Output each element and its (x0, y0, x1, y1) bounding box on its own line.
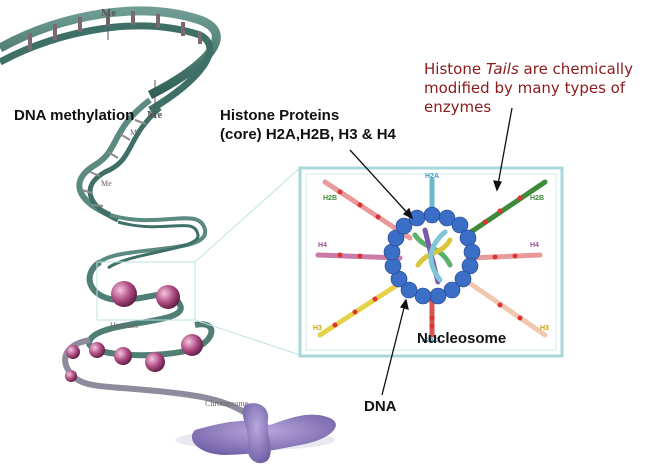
tails-post: are chemically (518, 60, 633, 78)
histone-proteins-label: Histone Proteins (220, 107, 340, 124)
dna-arrow (381, 299, 407, 396)
tails-line-2: modified by many types of (424, 79, 626, 97)
h3-label-left: H3 (313, 325, 322, 332)
h2b-label-left: H2B (323, 195, 337, 202)
methyl-tag: Me (101, 179, 112, 188)
methyl-tag: Me (101, 7, 116, 19)
histone-beads (65, 281, 203, 382)
tails-em: Tails (485, 60, 519, 78)
tails-arrow (496, 107, 513, 191)
h2b-label-right: H2B (530, 195, 544, 202)
h4-label-left: H4 (318, 242, 327, 249)
dna-methylation-label: DNA methylation (14, 107, 135, 124)
methyl-tag: Me (147, 109, 162, 121)
zoom-region (96, 261, 196, 321)
nucleosome-inset (298, 166, 564, 358)
histones-label: Histones (110, 321, 138, 330)
h2ac-label: H2AC (422, 338, 439, 344)
methyl-tag: Me (130, 128, 141, 137)
tails-pre: Histone (424, 60, 486, 78)
dna-double-helix (0, 6, 221, 270)
dna-label: DNA (364, 398, 397, 415)
h4-label-right: H4 (530, 242, 539, 249)
histone-core-label: (core) H2A,H2B, H3 & H4 (220, 126, 396, 143)
histone-tails-annotation: Histone Tails are chemically modified by… (424, 60, 633, 117)
h3-label-right: H3 (540, 325, 549, 332)
chromosome (175, 403, 336, 464)
chromosome-label: Chromosome (205, 399, 249, 408)
tails-line-3: enzymes (424, 98, 492, 116)
nucleosome-label: Nucleosome (417, 330, 507, 347)
h2a-label: H2A (425, 173, 439, 180)
histone-proteins-arrow (349, 149, 413, 219)
